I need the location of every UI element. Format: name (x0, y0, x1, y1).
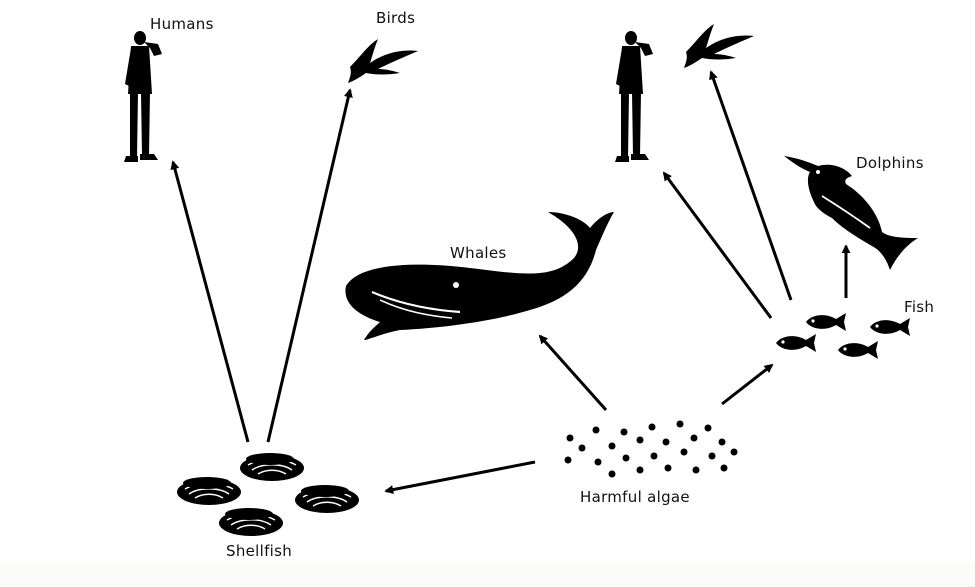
algae-dots-icon (565, 421, 738, 478)
label-whales: Whales (450, 244, 507, 262)
dolphin-silhouette-icon (784, 156, 918, 270)
label-shellfish: Shellfish (226, 542, 292, 560)
arrow-algae-to-shellfish (386, 462, 535, 491)
fish-school-icon (776, 313, 910, 359)
label-birds: Birds (376, 9, 415, 27)
arrow-shellfish-to-birds (268, 90, 350, 442)
label-dolphins: Dolphins (856, 154, 924, 172)
shellfish-icon (177, 453, 359, 536)
whale-silhouette-icon (345, 212, 614, 340)
label-humans: Humans (150, 15, 214, 33)
arrow-algae-to-whales (540, 336, 606, 410)
human-silhouette-right-icon (615, 31, 653, 162)
arrow-fish-to-birds (711, 72, 791, 300)
arrow-shellfish-to-humans (173, 162, 248, 442)
label-fish: Fish (904, 298, 934, 316)
bird-silhouette-icon (348, 39, 418, 83)
bird-silhouette-right-icon (684, 24, 754, 68)
arrow-algae-to-fish (722, 365, 772, 404)
human-silhouette-icon (124, 31, 162, 162)
label-harmful-algae: Harmful algae (580, 488, 690, 506)
